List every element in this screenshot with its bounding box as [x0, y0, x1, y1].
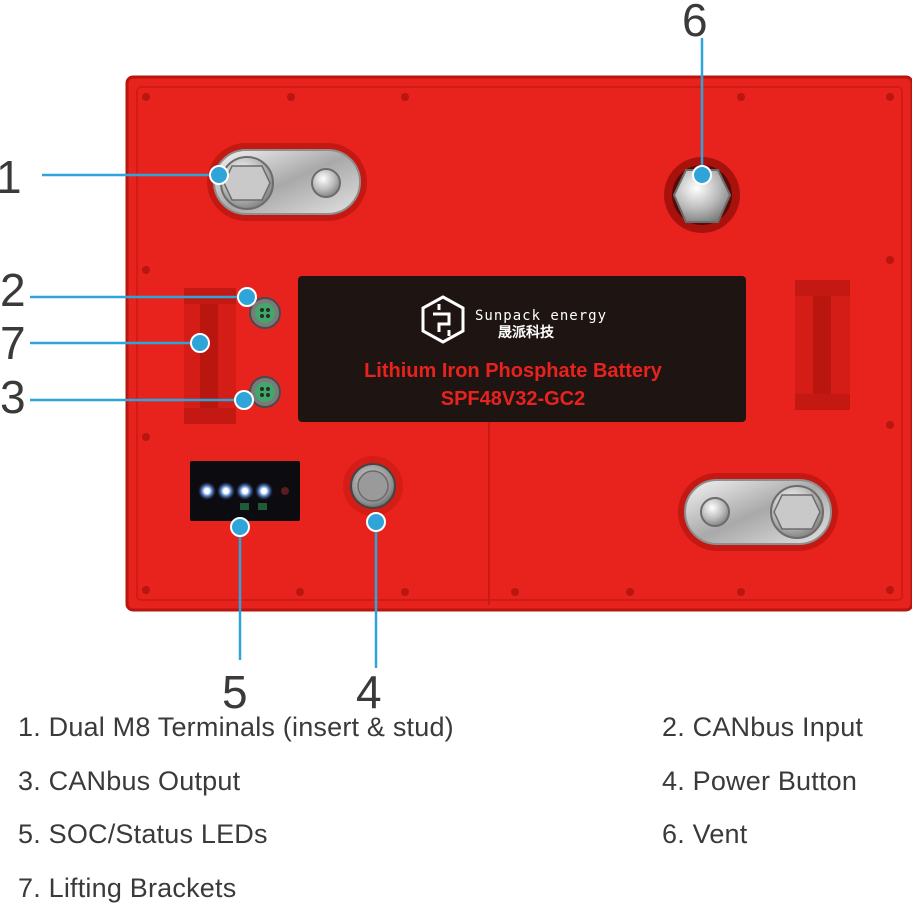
legend-terminals: 1. Dual M8 Terminals (insert & stud) [18, 712, 454, 742]
legend-soc-leds: 5. SOC/Status LEDs [18, 819, 268, 849]
callout-number-4: 4 [356, 666, 382, 718]
callout-number-7: 7 [0, 317, 26, 369]
product-label: Sunpack energy 晟派科技 Lithium Iron Phospha… [298, 276, 746, 422]
callout-dot-1 [209, 165, 229, 185]
brand-name-cn: 晟派科技 [498, 324, 555, 341]
brand-name-en: Sunpack energy [475, 308, 607, 324]
callout-dot-2 [237, 287, 257, 307]
product-model: SPF48V32-GC2 [441, 388, 586, 410]
terminal-bottom-right [678, 473, 838, 551]
power-button [343, 456, 403, 516]
case-screws [142, 93, 894, 596]
callout-numbers: 1 2 7 3 5 4 6 [0, 0, 708, 718]
product-title: Lithium Iron Phosphate Battery [364, 360, 663, 382]
callout-dot-6 [692, 165, 712, 185]
callout-number-6: 6 [682, 0, 708, 46]
callout-number-3: 3 [0, 371, 26, 423]
lifting-bracket-right [795, 280, 850, 410]
legend-power-button: 4. Power Button [662, 766, 858, 796]
callout-dot-4 [366, 512, 386, 532]
brand-logo-icon [421, 295, 465, 344]
lifting-bracket-left [184, 288, 236, 424]
callout-lines [30, 38, 704, 668]
vent [664, 157, 740, 233]
callout-dot-3 [234, 390, 254, 410]
canbus-output-connector [249, 376, 281, 408]
legend-vent: 6. Vent [662, 819, 748, 849]
soc-led-panel [190, 461, 300, 521]
callout-number-5: 5 [222, 666, 248, 718]
callout-number-2: 2 [0, 264, 26, 316]
callout-number-1: 1 [0, 151, 22, 203]
legend-canbus-output: 3. CANbus Output [18, 766, 241, 796]
terminal-top-left [207, 143, 367, 221]
canbus-input-connector [249, 297, 281, 329]
legend-lifting-brackets: 7. Lifting Brackets [18, 873, 237, 903]
callout-dots [190, 165, 712, 537]
callout-dot-7 [190, 333, 210, 353]
callout-dot-5 [230, 517, 250, 537]
legend-canbus-input: 2. CANbus Input [662, 712, 864, 742]
